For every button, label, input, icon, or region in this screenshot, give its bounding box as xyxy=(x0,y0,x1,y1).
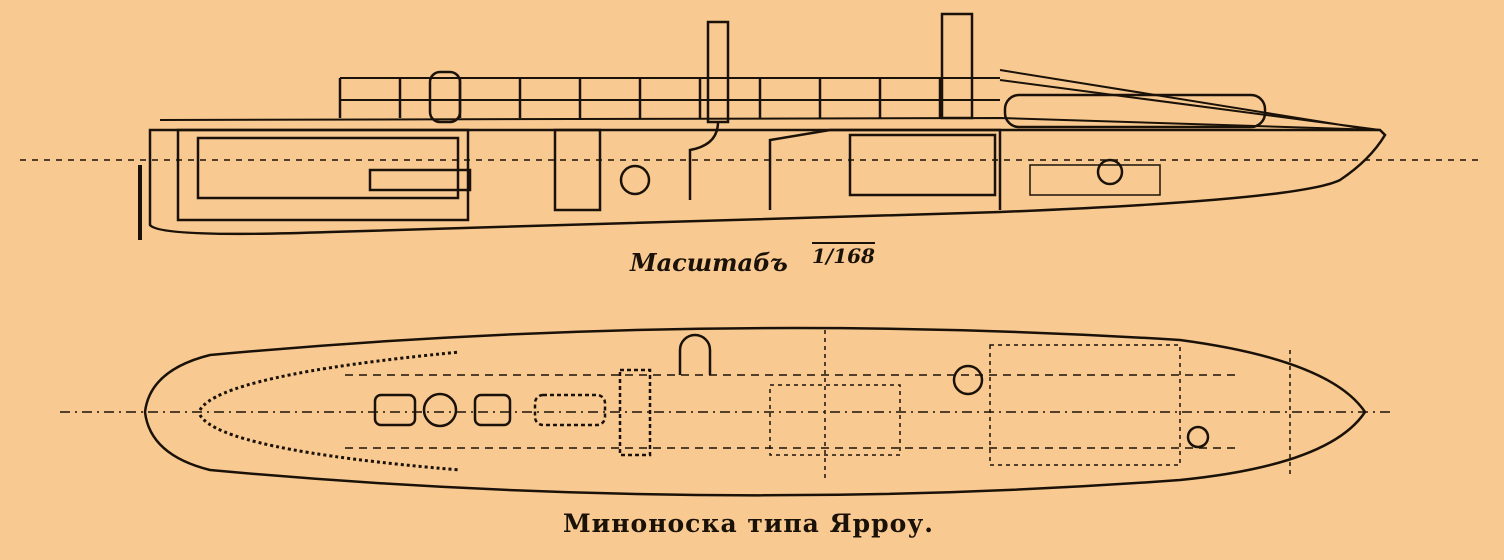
scale-label: Масштабъ xyxy=(630,248,788,277)
hull-outline xyxy=(148,128,1387,236)
side-elevation xyxy=(20,12,1480,240)
scale-value: 1/168 xyxy=(812,244,875,268)
funnel-fore xyxy=(940,12,974,120)
deck-outline xyxy=(143,326,1367,497)
plan-view xyxy=(60,326,1390,497)
figure-caption: Миноноска типа Ярроу. xyxy=(563,509,934,538)
torpedo-tube xyxy=(1003,93,1267,129)
funnel-aft xyxy=(706,20,730,124)
